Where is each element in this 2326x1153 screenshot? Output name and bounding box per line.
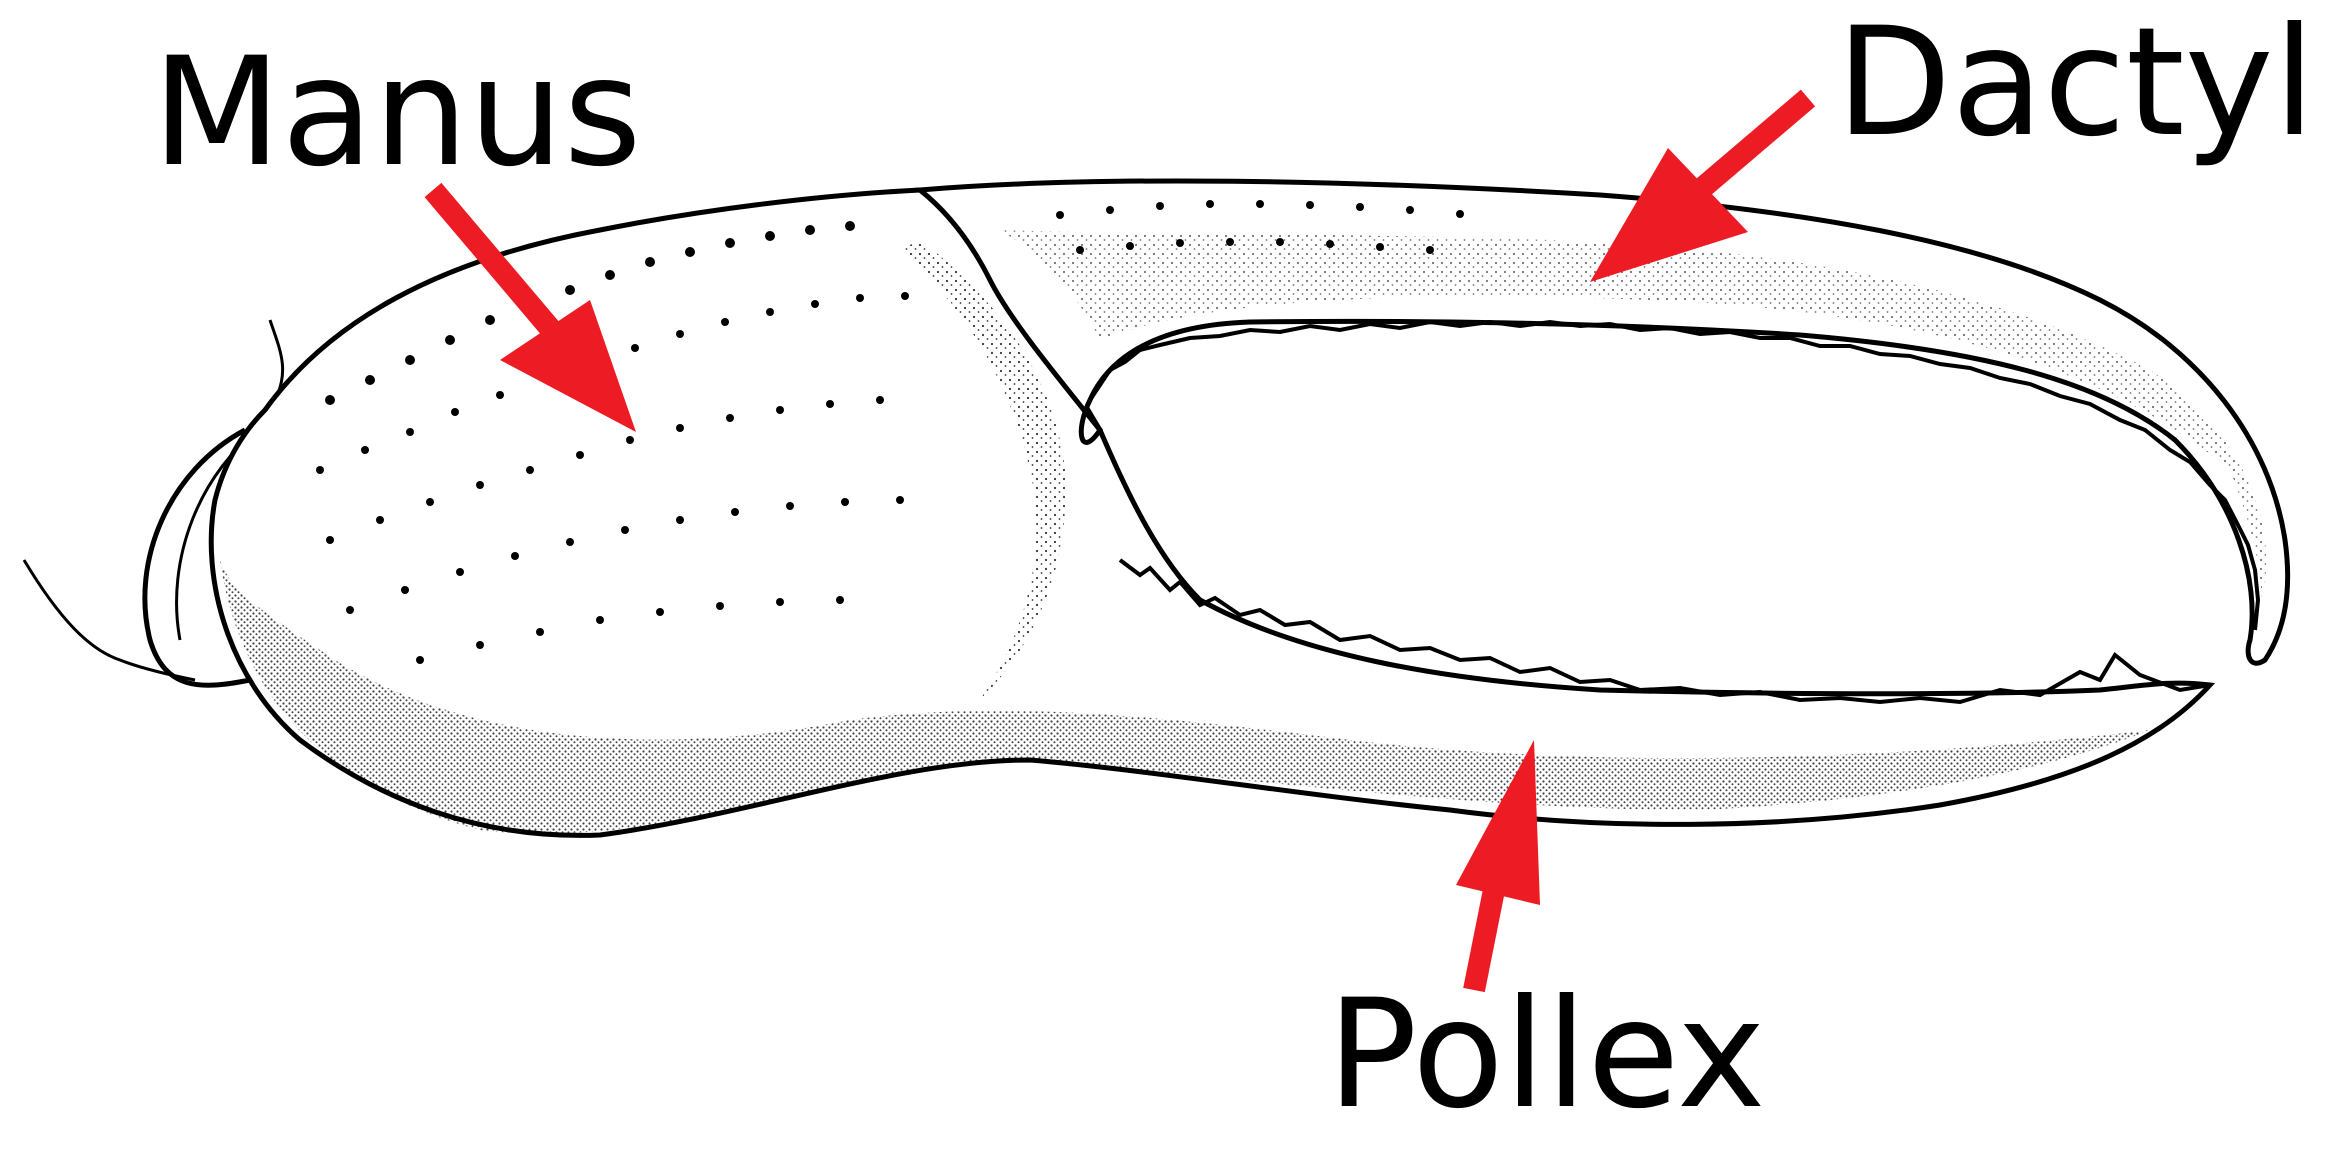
arrow-up-icon [1456, 740, 1540, 993]
dactyl-cutting-edge [1088, 319, 2261, 631]
pollex-label: Pollex [1327, 968, 1766, 1142]
merus-joint [142, 427, 251, 688]
manus-shading [220, 560, 2150, 834]
dactyl-granules [1056, 200, 1464, 254]
arrow-down-right-icon [424, 182, 636, 432]
dactyl-label: Dactyl [1836, 0, 2316, 170]
manus-upper-shading [900, 240, 1066, 700]
arrow-down-left-icon [1590, 89, 1816, 282]
pollex-cutting-edge [1118, 558, 2211, 705]
dactyl-shading [1000, 230, 2267, 600]
manus-tubercles [316, 221, 909, 664]
setae-hair-1 [22, 559, 196, 682]
manus-label: Manus [152, 26, 642, 200]
